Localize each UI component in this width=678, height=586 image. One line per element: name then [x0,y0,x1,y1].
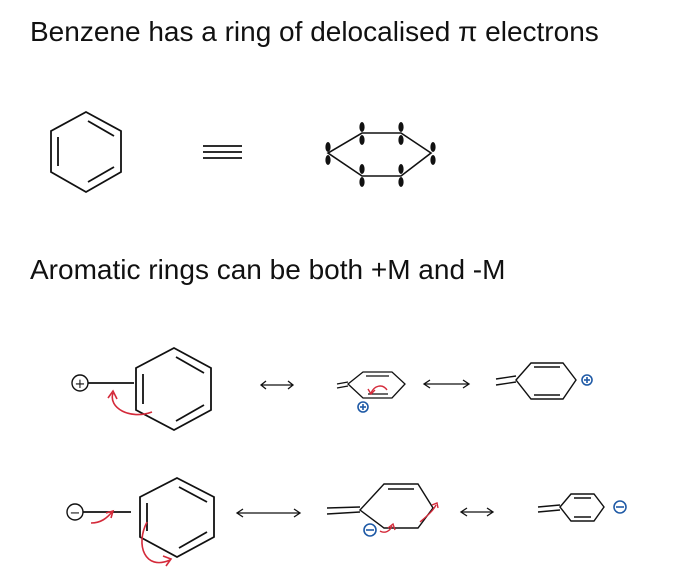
arrowhead-red-3 [162,555,173,567]
equivalence-icon [203,145,242,159]
resonance-structure-4 [326,483,434,529]
curly-arrow-red-5 [419,504,437,523]
p-orbital-ring [325,122,436,187]
plus-charge-blue [357,401,369,413]
curly-arrow-red-small [370,385,388,394]
arrowhead-red-4 [387,522,396,531]
benzene-kekule-structure [50,110,122,194]
heading-benzene: Benzene has a ring of delocalised π elec… [30,16,599,47]
resonance-arrow-icon [259,380,295,390]
resonance-arrow-icon-3 [235,508,302,518]
benzene-ring-plus [135,346,212,432]
curly-arrow-red-2 [90,511,113,524]
minus-charge-circle: − [66,503,84,521]
plus-charge-circle: + [71,374,89,392]
arrowhead-red-2 [105,509,115,519]
heading-aromatic: Aromatic rings can be both +M and -M [30,254,506,285]
resonance-arrow-icon-4 [459,507,495,517]
curly-arrow-red-4 [379,525,393,533]
resonance-structure-3 [495,362,577,400]
curly-arrow-red-3 [141,521,171,564]
plus-charge-text: + [75,377,86,392]
arrowhead-red [107,389,118,400]
p-orbital-lobes [325,122,436,187]
minus-charge-blue [363,523,377,537]
benzene-ring-minus [139,476,215,559]
minus-charge-text: − [70,506,81,521]
plus-charge-blue-2 [581,374,593,386]
resonance-structure-2 [336,371,406,399]
minus-charge-blue-2 [613,500,627,514]
arrowhead-red-small [367,388,376,396]
resonance-structure-5 [537,493,605,522]
curly-arrow-red [111,392,153,416]
arrowhead-red-5 [431,502,439,509]
resonance-arrow-icon-2 [422,379,471,389]
